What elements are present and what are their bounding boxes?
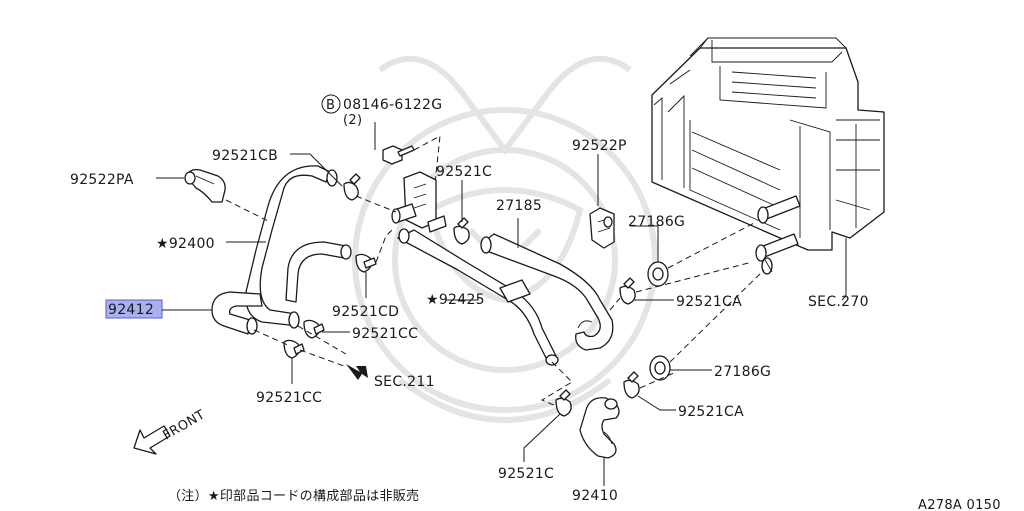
label-92410: 92410 (572, 488, 618, 504)
label-sec211: SEC.211 (374, 374, 435, 390)
label-92521cc-bottom: 92521CC (256, 390, 322, 406)
dash-92522pa (225, 199, 271, 223)
label-92521c-top: 92521C (436, 164, 492, 180)
bracket-92522p (589, 207, 615, 249)
label-92425: ★92425 (426, 292, 485, 308)
dash-ca-lower (639, 371, 677, 389)
dash-cc-bottom (253, 329, 345, 367)
hose-92412 (211, 291, 263, 335)
heater-unit (651, 37, 885, 275)
leader-92425 (446, 296, 479, 301)
water-valve (391, 171, 447, 233)
clamp-92521cd (355, 253, 377, 273)
label-92521cc-right: 92521CC (352, 326, 418, 342)
label-92400: ★92400 (156, 236, 215, 252)
footer-note: （注）★印部品コードの構成部品は非販売 (168, 488, 419, 504)
label-92521c-bottom: 92521C (498, 466, 554, 482)
front-arrow (133, 425, 171, 455)
dash-grommet-bottom (669, 269, 765, 363)
leader-92521cb (290, 153, 343, 187)
dash-c-bottom (540, 361, 573, 407)
label-27186g-top: 27186G (628, 214, 685, 230)
hose-92425 (397, 228, 559, 366)
label-92521cd: 92521CD (332, 304, 399, 320)
dash-cd (375, 227, 395, 263)
clip-92522pa (184, 168, 226, 203)
label-bolt-ref: 08146-6122G (343, 97, 442, 113)
clamp-92521cc-right (303, 319, 325, 339)
svg-text:B: B (326, 98, 335, 113)
clamp-92521cb (343, 173, 361, 201)
grommet-27186g-top (647, 261, 669, 287)
label-92522pa: 92522PA (70, 172, 134, 188)
leader-27186g-top (630, 225, 659, 262)
figure-id: A278A 0150 (918, 498, 1001, 511)
dash-ca-upper (609, 261, 753, 311)
label-92521ca-lower: 92521CA (678, 404, 744, 420)
label-27186g-bottom: 27186G (714, 364, 771, 380)
clamp-92521c-bottom (555, 389, 572, 417)
label-sec270: SEC.270 (808, 294, 869, 310)
dash-cb (355, 195, 397, 213)
label-front: FRONT (161, 408, 208, 444)
label-92521ca-upper: 92521CA (676, 294, 742, 310)
leader-sec270 (841, 238, 847, 301)
clamp-92521cc-bottom (283, 339, 305, 359)
label-27185: 27185 (496, 198, 542, 214)
pipe-27185 (480, 233, 614, 351)
label-92522p: 92522P (572, 138, 627, 154)
dash-grommet-top (667, 221, 757, 269)
highlight-92412[interactable] (105, 299, 163, 319)
arrow-sec211 (346, 364, 368, 380)
leader-92521ca-lower (637, 395, 676, 411)
clamp-92521c-top (453, 217, 470, 245)
clamp-92521ca-upper (619, 277, 636, 305)
bolt-badge: B (321, 94, 341, 114)
leader-92521c-bottom (523, 413, 561, 462)
grommet-27186g-bottom (649, 355, 671, 381)
clamp-92521ca-lower (623, 371, 640, 399)
label-bolt-qty: (2) (343, 113, 362, 128)
bolt-08146 (382, 145, 415, 165)
label-92412[interactable]: 92412 (108, 302, 154, 318)
label-92521cb: 92521CB (212, 148, 278, 164)
hose-92410 (579, 397, 620, 459)
